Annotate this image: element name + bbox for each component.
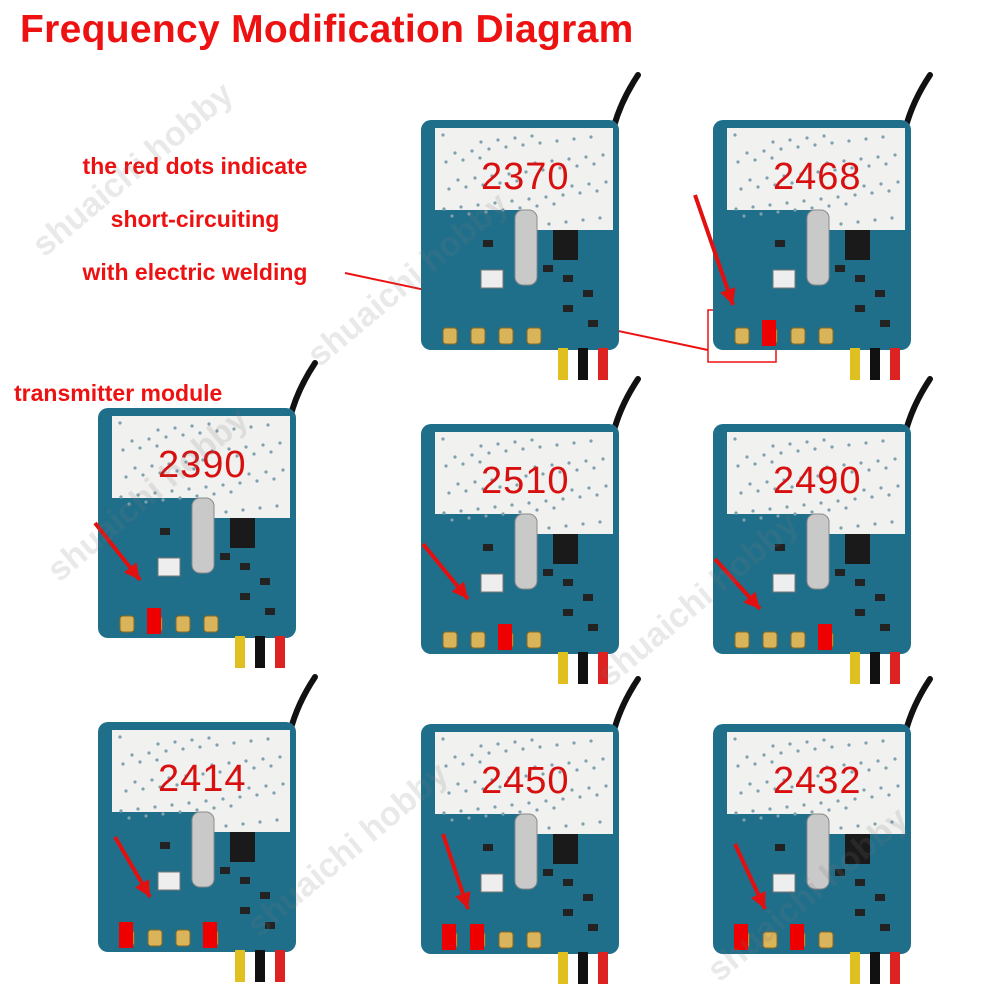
- weld-dot: [470, 924, 484, 950]
- weld-note-line-1: the red dots indicate: [82, 153, 308, 179]
- transmitter-module-2490: 2490: [705, 376, 933, 684]
- red-arrow-icon: [733, 843, 767, 910]
- weld-dot: [790, 924, 804, 950]
- transmitter-module-label: transmitter module: [14, 380, 223, 406]
- contact-pad: [442, 327, 458, 345]
- contact-pad: [442, 631, 458, 649]
- antenna-wire: [902, 376, 933, 437]
- contact-pad: [175, 929, 191, 947]
- antenna-wire: [902, 72, 933, 133]
- transmitter-module-2390: 2390: [90, 360, 318, 668]
- pcb-board-image: [421, 676, 641, 984]
- weld-dot: [734, 924, 748, 950]
- pcb-board-image: [713, 676, 933, 984]
- red-arrow-icon: [421, 542, 470, 601]
- antenna-wire: [610, 72, 641, 133]
- contact-pad: [147, 929, 163, 947]
- transmitter-module-2432: 2432: [705, 676, 933, 984]
- contact-pad: [734, 631, 750, 649]
- frequency-label: 2414: [158, 758, 247, 800]
- contact-pad: [498, 327, 514, 345]
- frequency-label: 2390: [158, 444, 247, 486]
- contact-pad: [175, 615, 191, 633]
- weld-dot: [147, 608, 161, 634]
- contact-pad: [818, 327, 834, 345]
- antenna-wire: [287, 360, 318, 421]
- contact-pad: [470, 327, 486, 345]
- weld-dot: [203, 922, 217, 948]
- weld-note-line-2: short-circuiting: [110, 206, 280, 232]
- contact-pad: [119, 615, 135, 633]
- weld-dot: [498, 624, 512, 650]
- red-arrow-icon: [713, 557, 762, 611]
- frequency-label: 2468: [773, 156, 862, 198]
- contact-pad: [470, 631, 486, 649]
- antenna-wire: [287, 674, 318, 735]
- weld-dot: [119, 922, 133, 948]
- contact-pad: [203, 615, 219, 633]
- transmitter-module-2450: 2450: [413, 676, 641, 984]
- red-arrow-icon: [441, 833, 471, 910]
- contact-pad: [734, 327, 750, 345]
- contact-pad: [526, 631, 542, 649]
- weld-note-line-3: with electric welding: [82, 259, 308, 285]
- contact-pad: [762, 931, 778, 949]
- contact-pad: [526, 327, 542, 345]
- pcb-board-image: [98, 674, 318, 982]
- transmitter-module-2414: 2414: [90, 674, 318, 982]
- weld-note: the red dots indicate short-circuiting w…: [30, 140, 360, 299]
- contact-pad: [818, 931, 834, 949]
- red-arrow-icon: [113, 835, 152, 899]
- contact-pad: [526, 931, 542, 949]
- page-title: Frequency Modification Diagram: [20, 8, 634, 51]
- red-arrow-icon: [93, 521, 142, 582]
- transmitter-module-2468: 2468: [693, 72, 933, 380]
- pcb-board-image: [421, 72, 641, 380]
- red-arrow-icon: [693, 194, 736, 306]
- contact-pad: [762, 631, 778, 649]
- antenna-wire: [610, 376, 641, 437]
- contact-pad: [790, 631, 806, 649]
- frequency-label: 2450: [481, 760, 570, 802]
- frequency-label: 2490: [773, 460, 862, 502]
- pcb-board-image: [713, 376, 933, 684]
- frequency-label: 2432: [773, 760, 862, 802]
- contact-pad: [790, 327, 806, 345]
- weld-dot: [762, 320, 776, 346]
- weld-dot: [818, 624, 832, 650]
- frequency-label: 2510: [481, 460, 570, 502]
- frequency-label: 2370: [481, 156, 570, 198]
- transmitter-module-2370: 2370: [413, 72, 641, 380]
- weld-dot: [442, 924, 456, 950]
- pcb-board-image: [693, 72, 933, 380]
- transmitter-module-2510: 2510: [413, 376, 641, 684]
- contact-pad: [498, 931, 514, 949]
- pcb-board-image: [93, 360, 318, 668]
- antenna-wire: [902, 676, 933, 737]
- pcb-board-image: [421, 376, 641, 684]
